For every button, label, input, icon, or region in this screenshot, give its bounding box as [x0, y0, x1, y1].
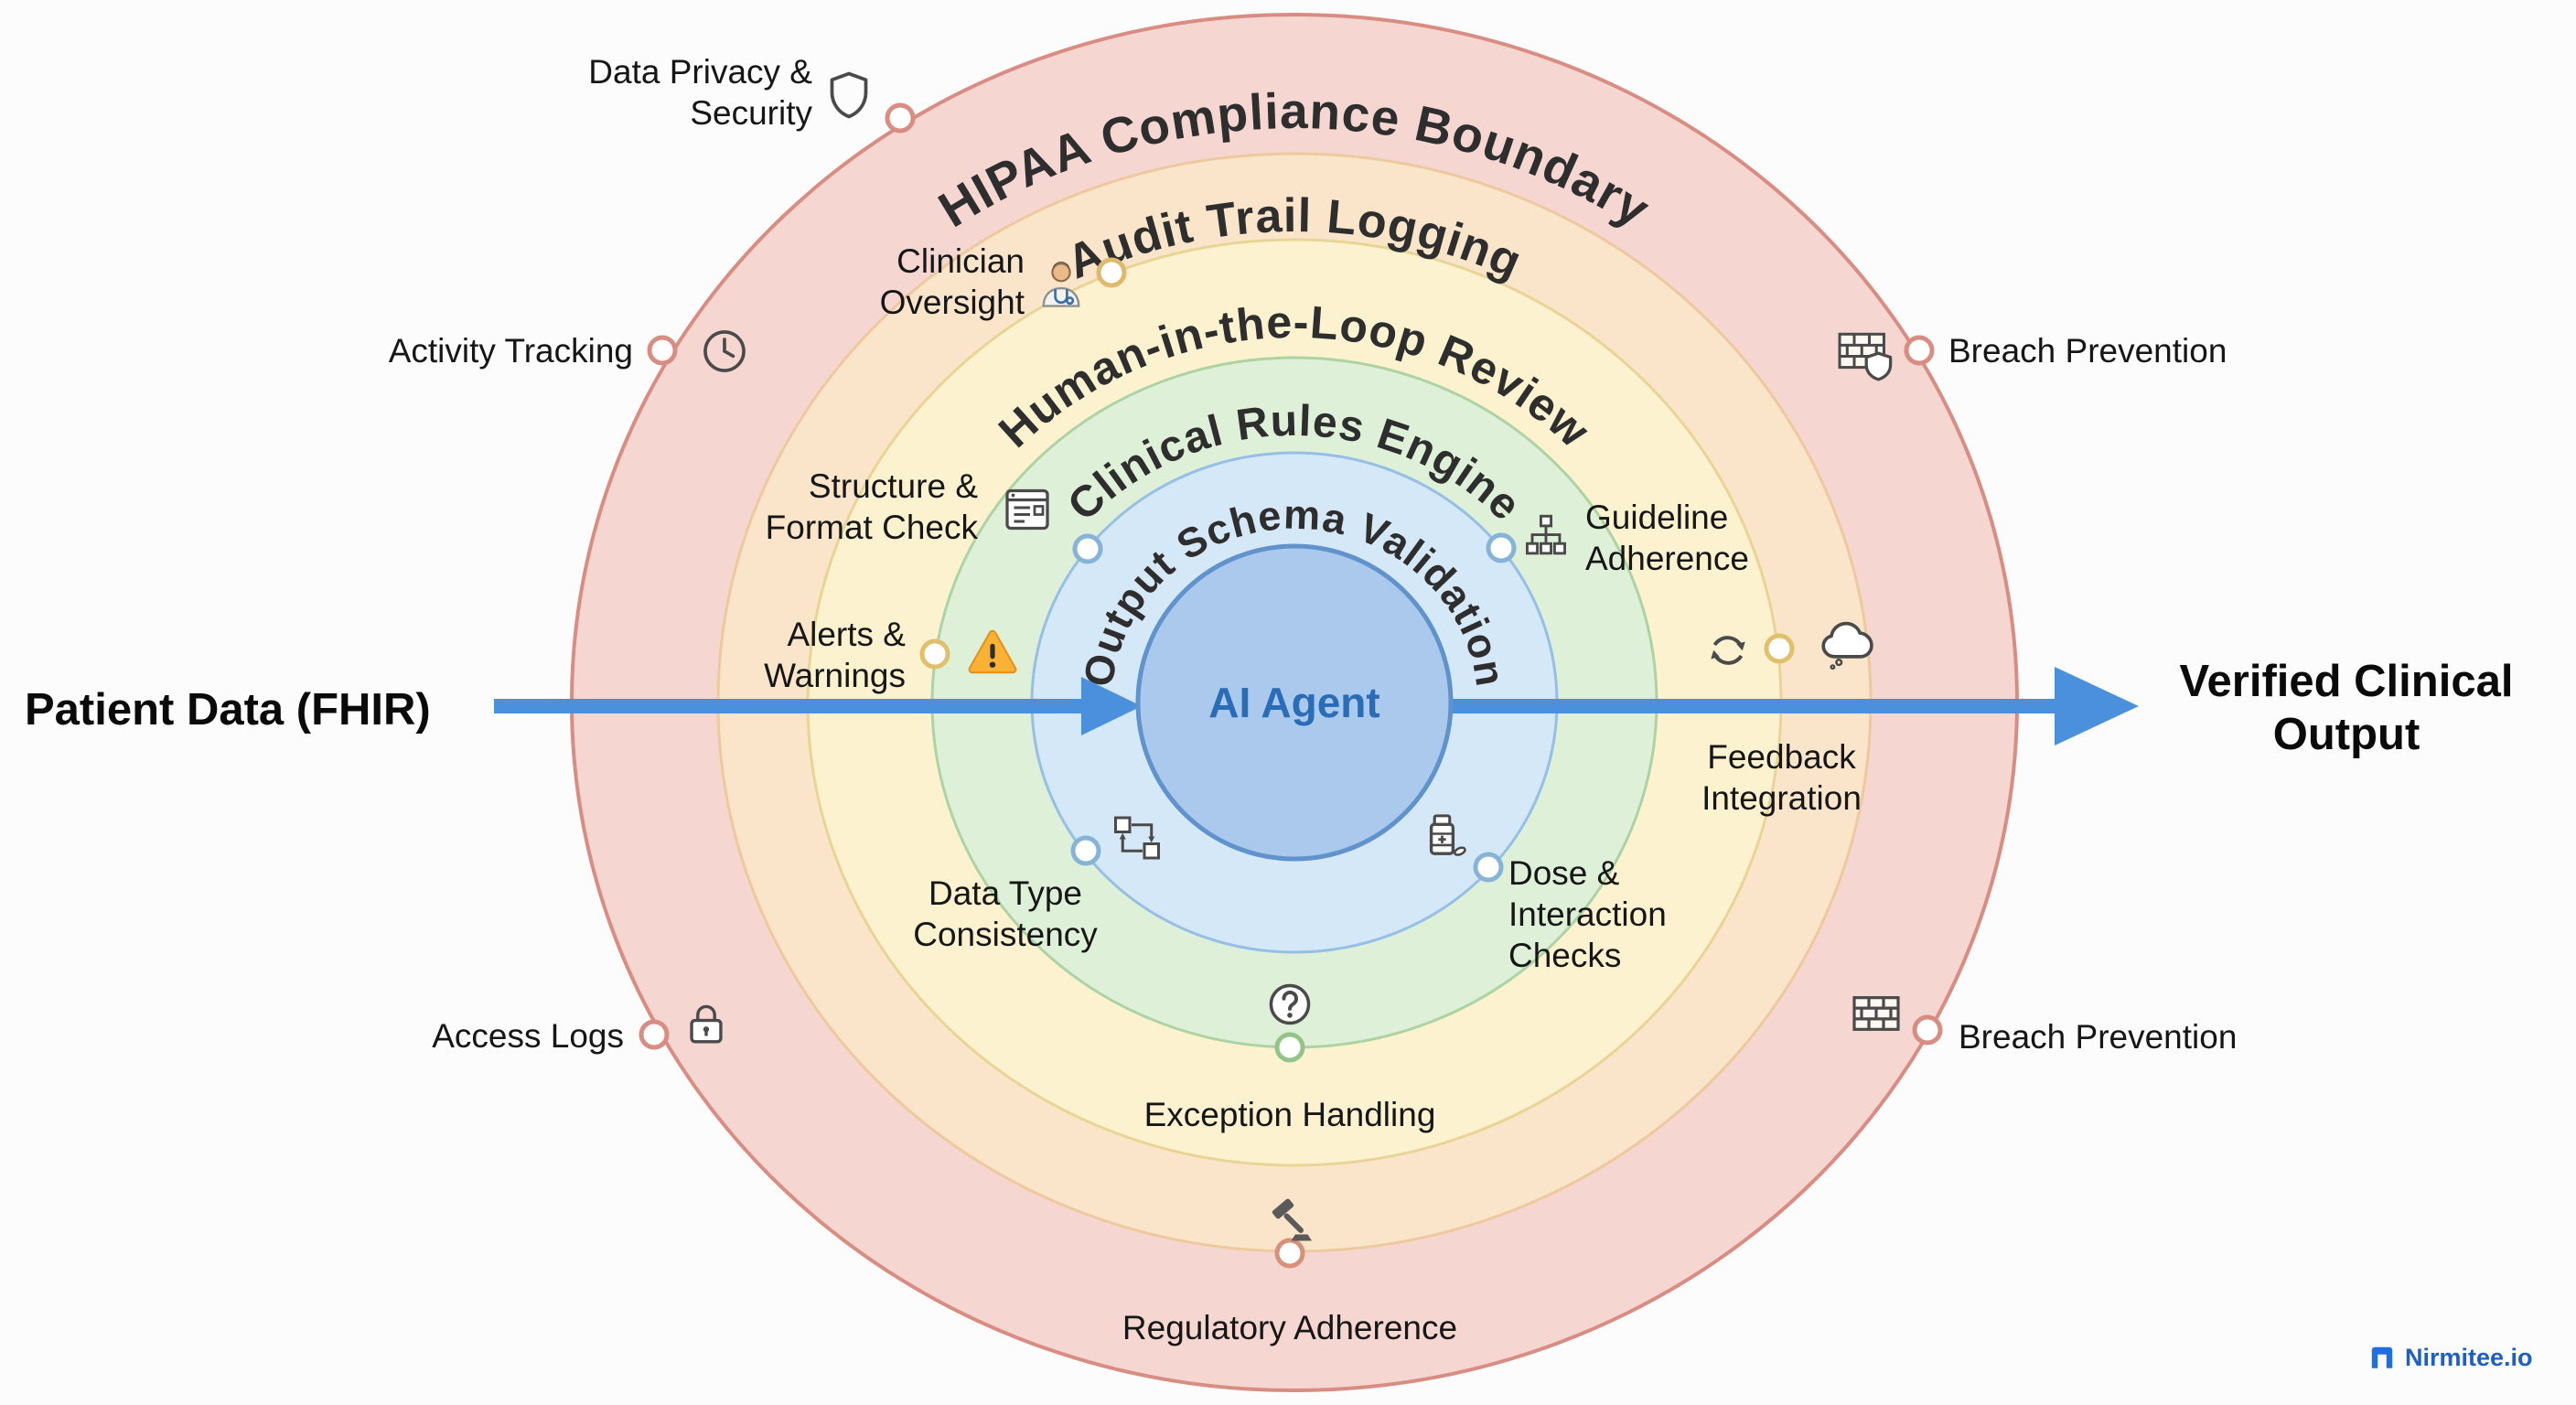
node-clinician — [1096, 257, 1127, 288]
form-window-icon — [1005, 488, 1049, 531]
label-line: Breach Prevention — [1959, 1018, 2238, 1056]
brand-name: Nirmitee.io — [2405, 1343, 2533, 1371]
pill-bottle-icon — [1429, 814, 1466, 856]
node-exception — [1274, 1032, 1305, 1063]
brick-wall-shield-icon — [1838, 332, 1893, 381]
label-line: Access Logs — [432, 1017, 624, 1055]
gavel-icon — [1272, 1198, 1312, 1241]
padlock-icon — [690, 1004, 723, 1044]
node-dose — [1473, 852, 1504, 883]
clinician-icon — [1042, 262, 1080, 307]
label-line: Adherence — [1585, 540, 1749, 577]
node-breach-bottom — [1912, 1014, 1943, 1046]
node-access — [639, 1019, 670, 1050]
data-type-consistency-label: Data Type Consistency — [868, 873, 1143, 955]
clinician-oversight-label: Clinician Oversight — [880, 241, 1025, 323]
brand-logo: Nirmitee.io — [2367, 1343, 2533, 1372]
exception-handling-label: Exception Handling — [1107, 1094, 1473, 1135]
ai-agent-label: AI Agent — [1208, 679, 1379, 726]
refresh-cycle-icon — [1711, 636, 1745, 665]
label-line: Regulatory Adherence — [1122, 1309, 1458, 1346]
output-label: Verified Clinical Output — [2154, 655, 2538, 761]
label-line: Activity Tracking — [388, 332, 633, 370]
label-line: Oversight — [879, 284, 1025, 321]
guideline-adherence-label: Guideline Adherence — [1585, 497, 1749, 579]
access-logs-label: Access Logs — [432, 1015, 624, 1056]
node-guideline — [1486, 532, 1517, 563]
label-line: Data Type — [928, 874, 1082, 912]
shield-icon — [830, 71, 868, 119]
input-arrowhead — [1081, 677, 1142, 735]
node-alerts — [919, 638, 950, 670]
alerts-warnings-label: Alerts & Warnings — [764, 614, 906, 696]
breach-prevention-bottom-label: Breach Prevention — [1959, 1016, 2237, 1057]
label-line: Exception Handling — [1143, 1096, 1436, 1133]
label-line: Security — [690, 94, 812, 132]
label-line: Data Privacy & — [588, 53, 812, 91]
feedback-integration-label: Feedback Integration — [1688, 736, 1875, 819]
activity-tracking-label: Activity Tracking — [389, 330, 633, 371]
data-privacy-label: Data Privacy & Security — [588, 51, 812, 134]
label-line: Guideline — [1585, 499, 1729, 536]
label-line: Output — [2272, 710, 2420, 759]
label-line: Integration — [1701, 779, 1862, 817]
node-breach-top — [1904, 335, 1935, 366]
brick-wall-icon — [1852, 996, 1900, 1031]
flowchart-icon — [1526, 514, 1566, 555]
breach-prevention-top-label: Breach Prevention — [1948, 330, 2227, 371]
node-regulatory — [1274, 1238, 1305, 1269]
label-line: Alerts & — [787, 616, 906, 653]
label-line: Verified Clinical — [2179, 657, 2514, 706]
label-line: Checks — [1508, 937, 1622, 974]
node-structure — [1072, 533, 1103, 564]
label-line: Consistency — [913, 916, 1098, 953]
label-line: Structure & — [808, 467, 978, 505]
label-line: Warnings — [764, 657, 906, 694]
thought-cloud-icon — [1821, 621, 1873, 670]
label-line: Dose & — [1508, 854, 1620, 892]
node-activity — [647, 335, 678, 366]
label-line: Breach Prevention — [1948, 332, 2227, 370]
label-line: Interaction — [1508, 896, 1667, 933]
clock-icon — [703, 330, 746, 372]
ai-agent-circle — [1135, 543, 1454, 862]
input-label: Patient Data (FHIR) — [25, 685, 431, 735]
regulatory-adherence-label: Regulatory Adherence — [1015, 1307, 1564, 1348]
output-arrowhead — [2055, 667, 2139, 745]
node-feedback — [1764, 633, 1795, 664]
data-flow-icon — [1113, 816, 1160, 860]
node-datatype — [1070, 835, 1101, 866]
label-line: Format Check — [765, 509, 978, 546]
label-line: Clinician — [896, 242, 1025, 280]
node-data-privacy — [885, 102, 916, 134]
label-line: Feedback — [1707, 738, 1856, 776]
warning-triangle-icon — [968, 629, 1017, 674]
question-circle-icon — [1269, 983, 1311, 1025]
nirmitee-logo-icon — [2371, 1346, 2393, 1368]
dose-interaction-label: Dose & Interaction Checks — [1508, 853, 1667, 976]
structure-format-label: Structure & Format Check — [766, 466, 978, 548]
